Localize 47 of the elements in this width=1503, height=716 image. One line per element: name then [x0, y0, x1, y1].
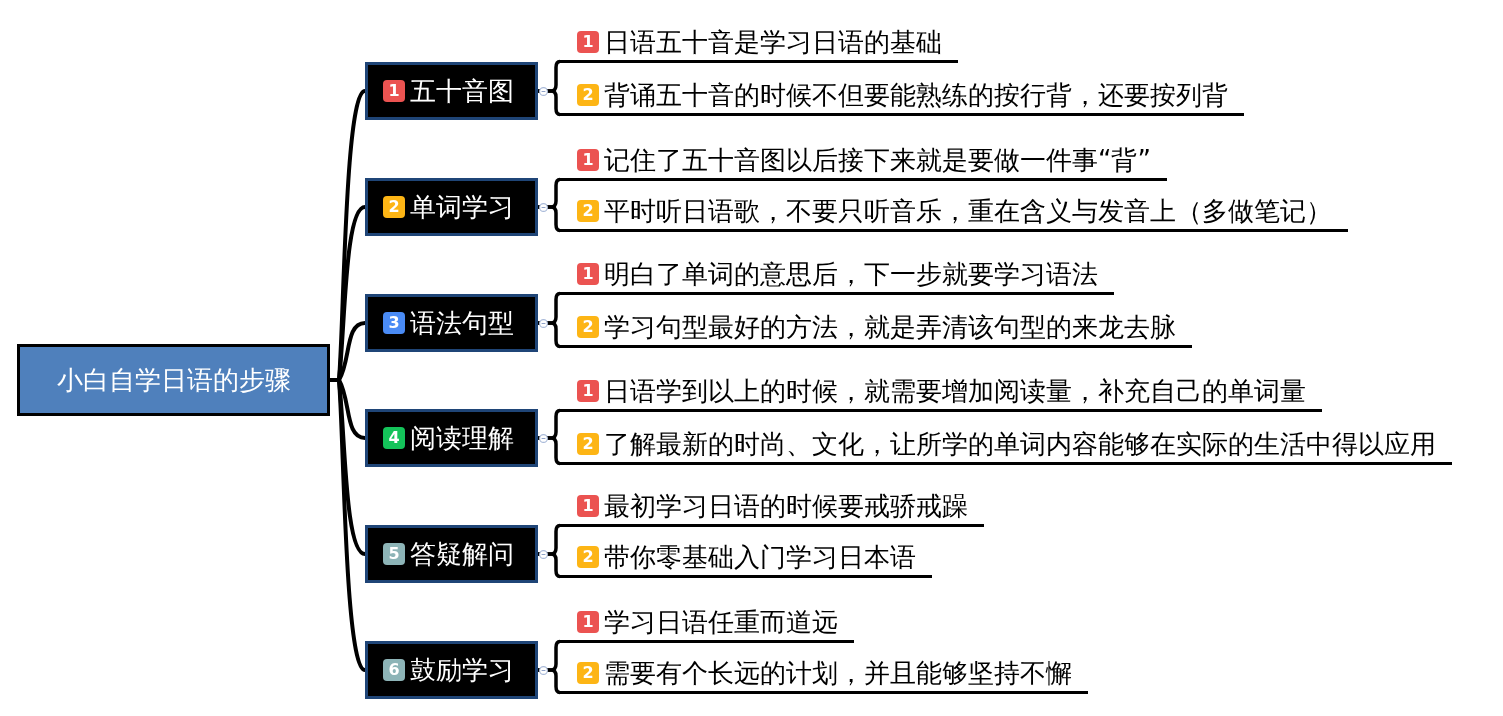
- topic-text: 阅读理解: [410, 422, 514, 455]
- branch-line: [538, 668, 561, 695]
- number-badge: 2: [577, 83, 599, 106]
- branch-line: [337, 379, 366, 440]
- number-badge: 1: [577, 148, 599, 171]
- subtopic-text: 日语学到以上的时候，就需要增加阅读量，补充自己的单词量: [604, 374, 1306, 408]
- branch-line: [538, 436, 561, 466]
- subtopic-text: 学习日语任重而道远: [604, 605, 838, 639]
- topic-text: 答疑解问: [410, 538, 514, 571]
- branch-line: [337, 321, 366, 381]
- topic-text: 五十音图: [410, 75, 514, 108]
- subtopic-text: 最初学习日语的时候要戒骄戒躁: [604, 489, 968, 523]
- number-badge: 4: [383, 427, 405, 449]
- number-badge: 5: [383, 543, 405, 565]
- branch-line: [538, 552, 561, 579]
- topic-text: 单词学习: [410, 191, 514, 224]
- number-badge: 1: [383, 80, 405, 102]
- subtopic-text: 背诵五十音的时候不但要能熟练的按行背，还要按列背: [604, 78, 1228, 112]
- number-badge: 2: [577, 432, 599, 455]
- branch-line: [337, 379, 366, 556]
- number-badge: 2: [577, 315, 599, 338]
- subtopic-text: 明白了单词的意思后，下一步就要学习语法: [604, 257, 1098, 291]
- number-badge: 1: [577, 379, 599, 402]
- subtopic-text: 带你零基础入门学习日本语: [604, 540, 916, 574]
- central-topic: 小白自学日语的步骤: [17, 344, 330, 416]
- branch-line: [538, 321, 561, 349]
- subtopic-text: 了解最新的时尚、文化，让所学的单词内容能够在实际的生活中得以应用: [604, 427, 1436, 461]
- number-badge: 3: [383, 312, 405, 334]
- subtopic-text: 记住了五十音图以后接下来就是要做一件事“背”: [604, 143, 1151, 177]
- number-badge: 2: [577, 661, 599, 684]
- branch-line: [337, 205, 366, 381]
- topic-text: 语法句型: [410, 307, 514, 340]
- subtopic-text: 日语五十音是学习日语的基础: [604, 25, 942, 59]
- subtopic-text: 学习句型最好的方法，就是弄清该句型的来龙去脉: [604, 310, 1176, 344]
- number-badge: 1: [577, 262, 599, 285]
- number-badge: 1: [577, 494, 599, 517]
- number-badge: 6: [383, 659, 405, 681]
- number-badge: 1: [577, 610, 599, 633]
- branch-line: [538, 89, 561, 117]
- number-badge: 2: [577, 199, 599, 222]
- subtopic-text: 平时听日语歌，不要只听音乐，重在含义与发音上（多做笔记）: [604, 194, 1332, 228]
- subtopic-text: 需要有个长远的计划，并且能够坚持不懈: [604, 656, 1072, 690]
- number-badge: 2: [577, 545, 599, 568]
- number-badge: 2: [383, 196, 405, 218]
- branch-line: [538, 205, 561, 233]
- number-badge: 1: [577, 30, 599, 53]
- topic-text: 鼓励学习: [410, 654, 514, 687]
